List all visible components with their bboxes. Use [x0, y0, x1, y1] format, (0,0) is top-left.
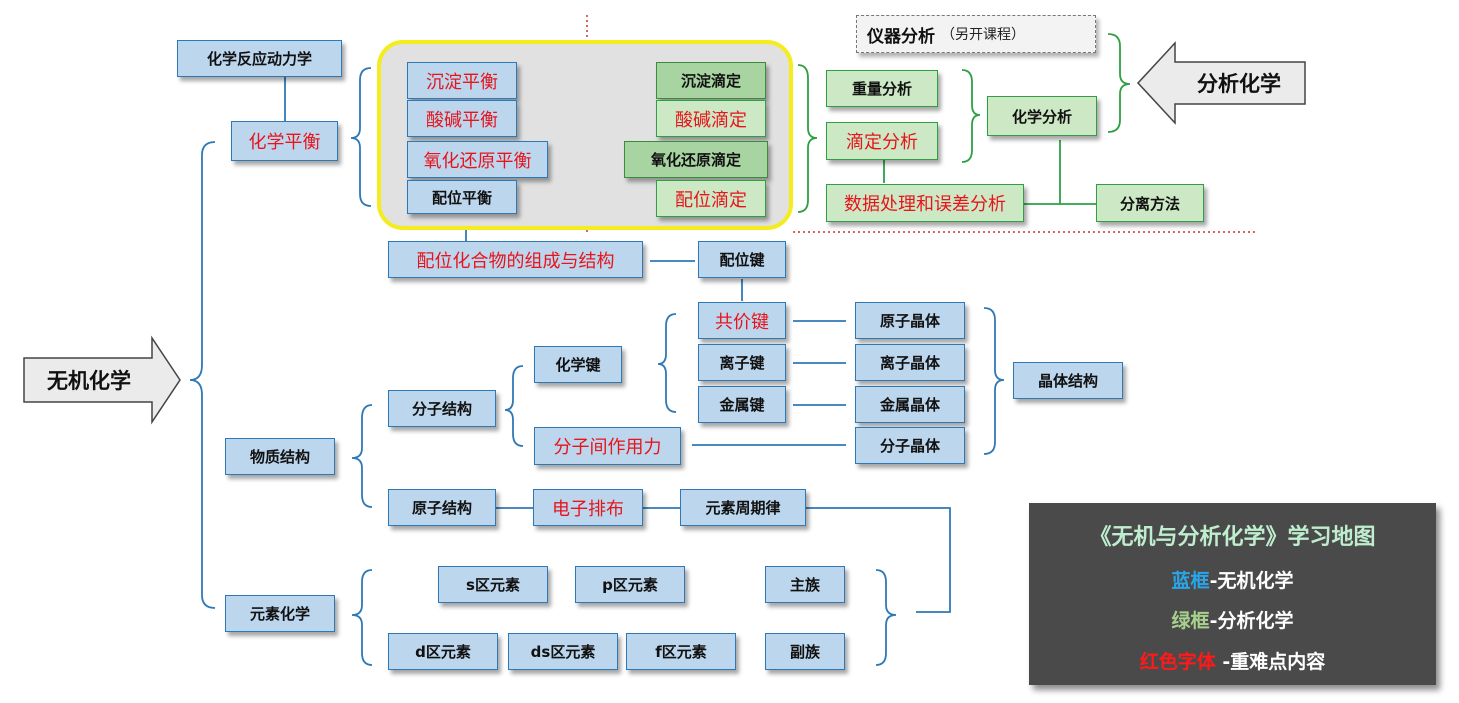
node-coordination-equilibrium: 配位平衡 [407, 180, 517, 214]
node-atomic-crystal: 原子晶体 [855, 302, 965, 339]
node-molecular-crystal: 分子晶体 [855, 427, 965, 464]
node-s-block: s区元素 [438, 566, 548, 603]
node-acid-base-titration: 酸碱滴定 [656, 100, 766, 137]
analytical-arrow-shape [1136, 41, 1306, 125]
node-chemical-equilibrium: 化学平衡 [231, 121, 338, 161]
node-main-group: 主族 [765, 566, 845, 603]
instrument-analysis-label: 仪器分析 [867, 26, 935, 47]
node-instrument-analysis: 仪器分析 （另开课程） [856, 15, 1096, 53]
node-matter-structure: 物质结构 [225, 438, 335, 475]
node-periodic-law: 元素周期律 [680, 489, 806, 526]
node-ionic-crystal: 离子晶体 [855, 344, 965, 381]
node-intermolecular-force: 分子间作用力 [534, 427, 681, 465]
node-redox-titration: 氧化还原滴定 [624, 141, 768, 178]
node-redox-equilibrium: 氧化还原平衡 [407, 141, 548, 178]
node-sub-group: 副族 [765, 633, 845, 670]
node-crystal-structure: 晶体结构 [1013, 362, 1123, 399]
node-complex-structure: 配位化合物的组成与结构 [388, 241, 643, 278]
legend-blue-desc: -无机化学 [1209, 570, 1294, 592]
node-chemical-analysis: 化学分析 [987, 96, 1097, 136]
node-coordination-titration: 配位滴定 [656, 180, 766, 217]
node-element-chemistry: 元素化学 [225, 595, 335, 632]
node-precipitation-equilibrium: 沉淀平衡 [407, 62, 517, 99]
instrument-analysis-note: （另开课程） [941, 27, 1025, 43]
legend-green-key: 绿框 [1171, 610, 1210, 632]
legend-title: 《无机与分析化学》学习地图 [1089, 525, 1376, 550]
inorganic-arrow-shape [23, 335, 181, 425]
node-precipitation-titration: 沉淀滴定 [656, 62, 766, 99]
inorganic-chemistry-label: 无机化学 [47, 369, 131, 393]
legend-green-desc: -分析化学 [1209, 610, 1294, 632]
node-molecular-structure: 分子结构 [388, 390, 496, 427]
node-coordination-bond: 配位键 [698, 241, 786, 278]
node-data-processing: 数据处理和误差分析 [826, 184, 1024, 222]
node-gravimetric-analysis: 重量分析 [826, 70, 938, 107]
legend-red-key: 红色字体 [1139, 651, 1216, 673]
node-f-block: f区元素 [626, 633, 736, 670]
node-acid-base-equilibrium: 酸碱平衡 [407, 100, 517, 137]
analytical-chemistry-label: 分析化学 [1197, 72, 1281, 96]
legend-panel: 《无机与分析化学》学习地图 蓝框-无机化学 绿框-分析化学 红色字体 -重难点内… [1029, 503, 1436, 685]
node-metallic-bond: 金属键 [698, 386, 786, 423]
node-atomic-structure: 原子结构 [388, 489, 496, 526]
node-kinetics: 化学反应动力学 [177, 40, 342, 77]
node-ds-block: ds区元素 [508, 633, 618, 670]
node-titration-analysis: 滴定分析 [826, 122, 938, 160]
node-metallic-crystal: 金属晶体 [855, 386, 965, 423]
legend-red: 红色字体 -重难点内容 [1029, 647, 1436, 674]
node-separation-methods: 分离方法 [1096, 184, 1204, 222]
node-electron-configuration: 电子排布 [533, 489, 643, 526]
legend-blue-key: 蓝框 [1171, 570, 1210, 592]
node-chemical-bond: 化学键 [534, 346, 622, 383]
legend-blue: 蓝框-无机化学 [1029, 566, 1436, 593]
node-ionic-bond: 离子键 [698, 344, 786, 381]
node-d-block: d区元素 [388, 633, 498, 670]
node-p-block: p区元素 [575, 566, 685, 603]
legend-green: 绿框-分析化学 [1029, 606, 1436, 633]
legend-red-desc: -重难点内容 [1215, 651, 1326, 673]
node-covalent-bond: 共价键 [698, 302, 786, 339]
